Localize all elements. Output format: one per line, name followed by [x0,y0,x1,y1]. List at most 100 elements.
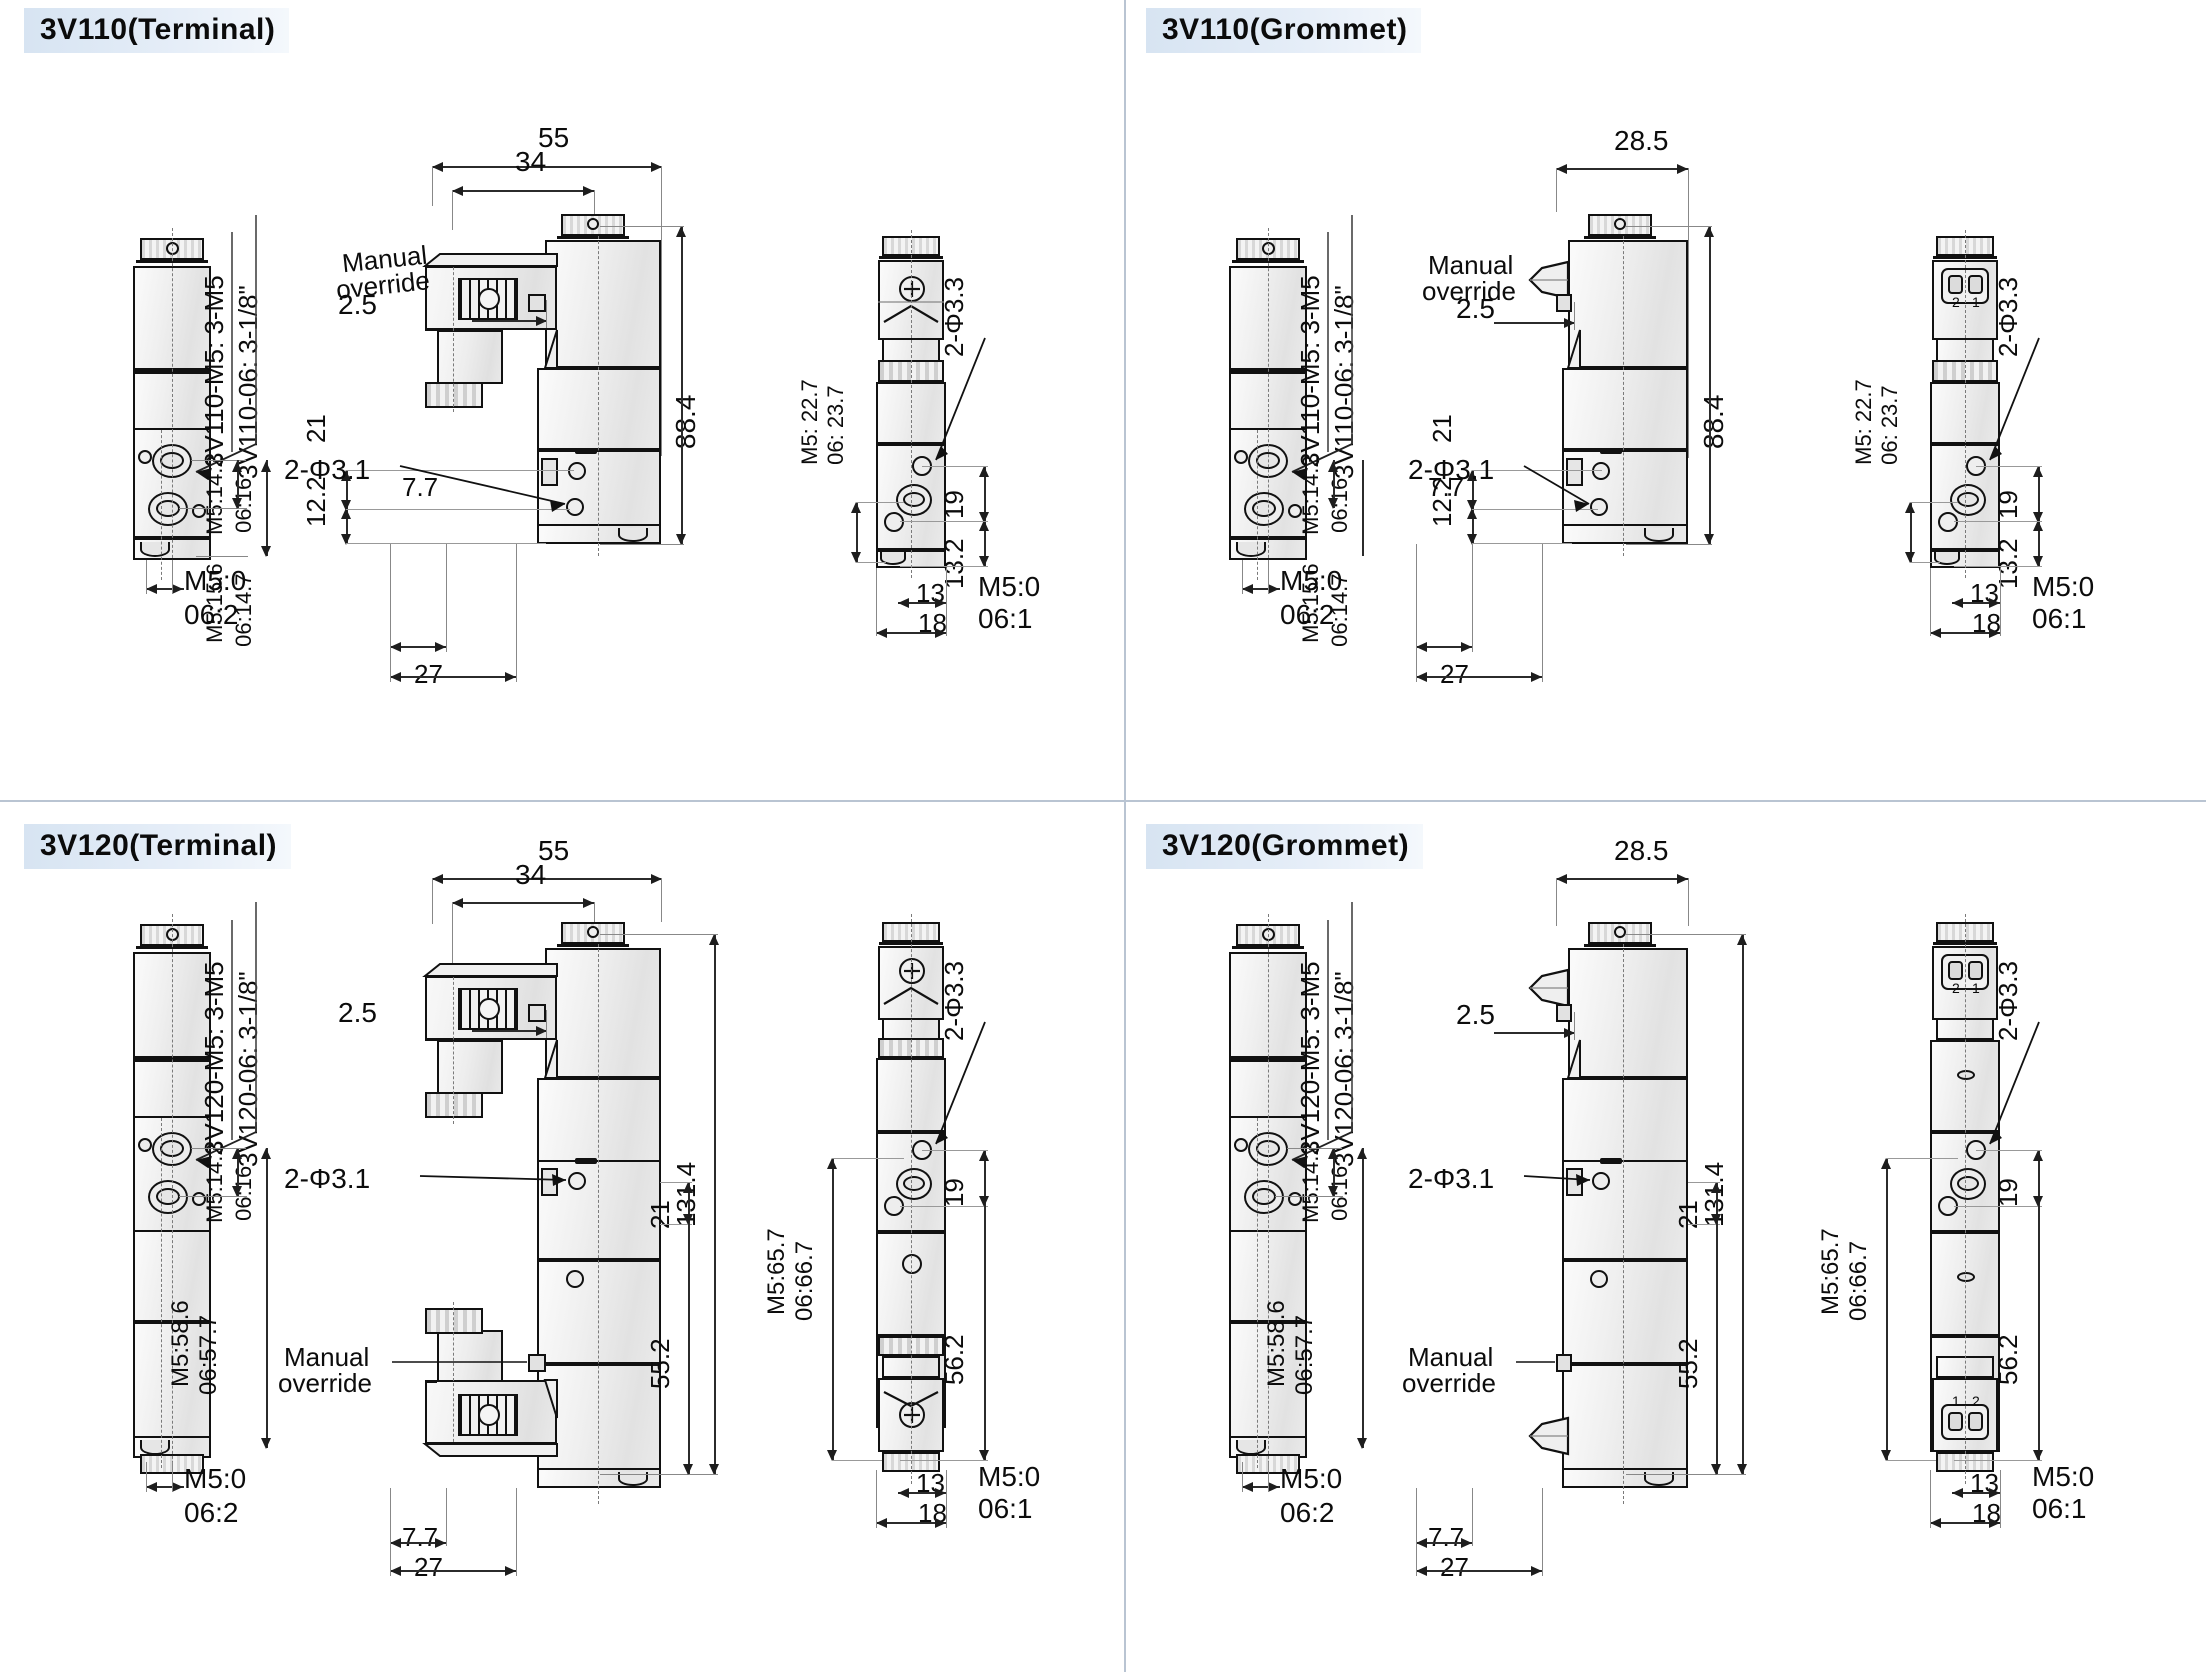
dim-88-4: 88.4 [669,394,701,450]
ext-2-5 [546,300,548,328]
g-arr-21-d [1467,500,1477,511]
g-dim-28-5: 28.5 [1614,125,1669,156]
g2-arr-18-l [1930,1518,1941,1528]
t2-ext-34-l [452,902,454,982]
g2-arr-a-u [1328,1148,1338,1159]
g-arr-21-u [1467,470,1477,481]
t2-note-override: override [278,1368,372,1398]
g-manual-override-button[interactable] [1556,294,1572,312]
t2-manual-override-top[interactable] [528,1004,546,1022]
quadrant-3v110-grommet: 3V110(Grommet) 3V110-M5: 3-M5 3V110-06: … [1126,0,2206,800]
t2-end-screw-bot-icon [899,1402,925,1428]
t2-center-line [172,914,173,1484]
g2-valve-notch [1600,1158,1622,1164]
g-dim-line-bottom [1242,588,1280,590]
g-dim-06-23-7: 06: 23.7 [1877,385,1903,465]
g2-dim-m5-0-end: M5:0 [2032,1461,2095,1492]
t2-ext-27-l [390,1488,392,1576]
ext-21-top [346,470,574,472]
g-arrow-a-d [1328,498,1338,509]
manual-override-button[interactable] [528,294,546,312]
t2-dim-m5-58-6: M5:58.6 [167,1300,195,1387]
t2-manual-override-bot[interactable] [528,1354,546,1372]
dim-line-18 [876,632,946,634]
g-arrow-a-u [1328,461,1338,472]
g2-ext-7-r [1472,1488,1474,1546]
t2-model-06: 3V120-06: 3-1/8" [232,971,263,1168]
g-ext-22-t [1910,502,1958,504]
g2-socket-top-pin-2[interactable] [1948,961,1963,980]
t2-dim-34: 34 [515,859,547,890]
g-dim-line-18 [1930,632,2000,634]
g2-dim-line-13 [1952,1492,2000,1494]
g-dim-27: 27 [1440,659,1469,689]
t2-exhaust [140,1440,170,1455]
g2-socket-bot-pin-1[interactable] [1948,1412,1963,1431]
g2-dim-line-586 [1362,1148,1364,1448]
t2-arr-13-r [935,1488,946,1498]
t2-dim-m5-65-7: M5:65.7 [763,1228,791,1315]
dim-m5-22-7: M5: 22.7 [797,379,823,465]
g-arr-12-u [1467,508,1477,519]
t2-port-inner-2 [156,1188,180,1205]
t2-center-line-2 [161,1118,162,1468]
ext-34-r [594,190,596,236]
g2-manual-override-top[interactable] [1556,1004,1572,1022]
arrow-22-d [851,552,861,563]
arrow-13-u [979,520,989,531]
t2-side-hole-2 [566,1270,584,1288]
g-end-port-inner [1957,492,1979,507]
t2-note-manual: Manual [284,1342,370,1372]
g2-socket-top-pin-1[interactable] [1968,961,1983,980]
ext-27-r [516,544,518,682]
g2-exhaust [1236,1440,1266,1455]
g-screw-hole-1 [1234,450,1248,464]
dim-line-22-7 [856,502,858,562]
t2-dim-line-55-2 [688,1224,690,1474]
g2-dim-19: 19 [1992,1178,2023,1208]
t2-screw-hole-1 [138,1138,152,1152]
g2-ext-28-r [1688,878,1690,926]
t2-dim-7-7: 7.7 [402,1522,439,1552]
g2-manual-override-bot[interactable] [1556,1354,1572,1372]
t2-arr-131-u [709,934,719,945]
g2-ext-b [1275,1196,1343,1198]
g-arr-27-r [1531,672,1542,682]
g-ext-2-5 [1574,302,1576,330]
t2-end-screw-top-icon [899,958,925,984]
g2-ext-19-t [1976,1150,2042,1152]
g-dim-line-7-7 [1416,646,1472,648]
g-ext-28-r [1688,168,1690,458]
g-ext-88-t [1626,226,1712,228]
arrow-18-l [876,628,887,638]
g2-socket-bot-pin-2[interactable] [1968,1412,1983,1431]
quadrant-3v120-grommet: 3V120(Grommet) 3V120-M5: 3-M5 [1126,802,2206,1672]
t2-end-port-inner [903,1176,925,1191]
ext-v-1 [146,560,148,594]
t2-arr-56-d [979,1450,989,1461]
g2-dim-line-21 [1716,1182,1718,1224]
g-dim-7-7: 7.7 [1428,472,1465,502]
g-ext-21-b [1472,509,1598,511]
model-label-06: 3V110-06: 3-1/8" [232,285,263,480]
t2-ext-131-t [600,934,718,936]
model-label-m5: 3V110-M5: 3-M5 [198,275,229,468]
g2-ext-19-b [1954,1206,2042,1208]
screw-hole-1 [138,450,152,464]
g2-ext-18-r [2000,1470,2002,1528]
t2-arr-2-5 [536,1026,547,1036]
g2-dim-m5-65-7: M5:65.7 [1817,1228,1845,1315]
socket-pin-1[interactable] [1968,275,1983,294]
g-arr-88-u [1704,226,1714,237]
t2-note-2-phi-3-1: 2-Φ3.1 [284,1163,371,1194]
g2-socket-bot-label-2: 2 [1972,1393,1980,1409]
g-dim-line-22 [1910,502,1912,562]
t2-dim-line-2-5 [472,1030,546,1032]
g-dim-line-21 [1472,470,1474,510]
g2-ext-2-5 [1574,1012,1576,1040]
socket-pin-2[interactable] [1948,275,1963,294]
t2-dim-m5-0: M5:0 [184,1463,247,1494]
g2-valve-d [1562,1364,1688,1474]
g-ext-19-b [1954,521,2042,523]
